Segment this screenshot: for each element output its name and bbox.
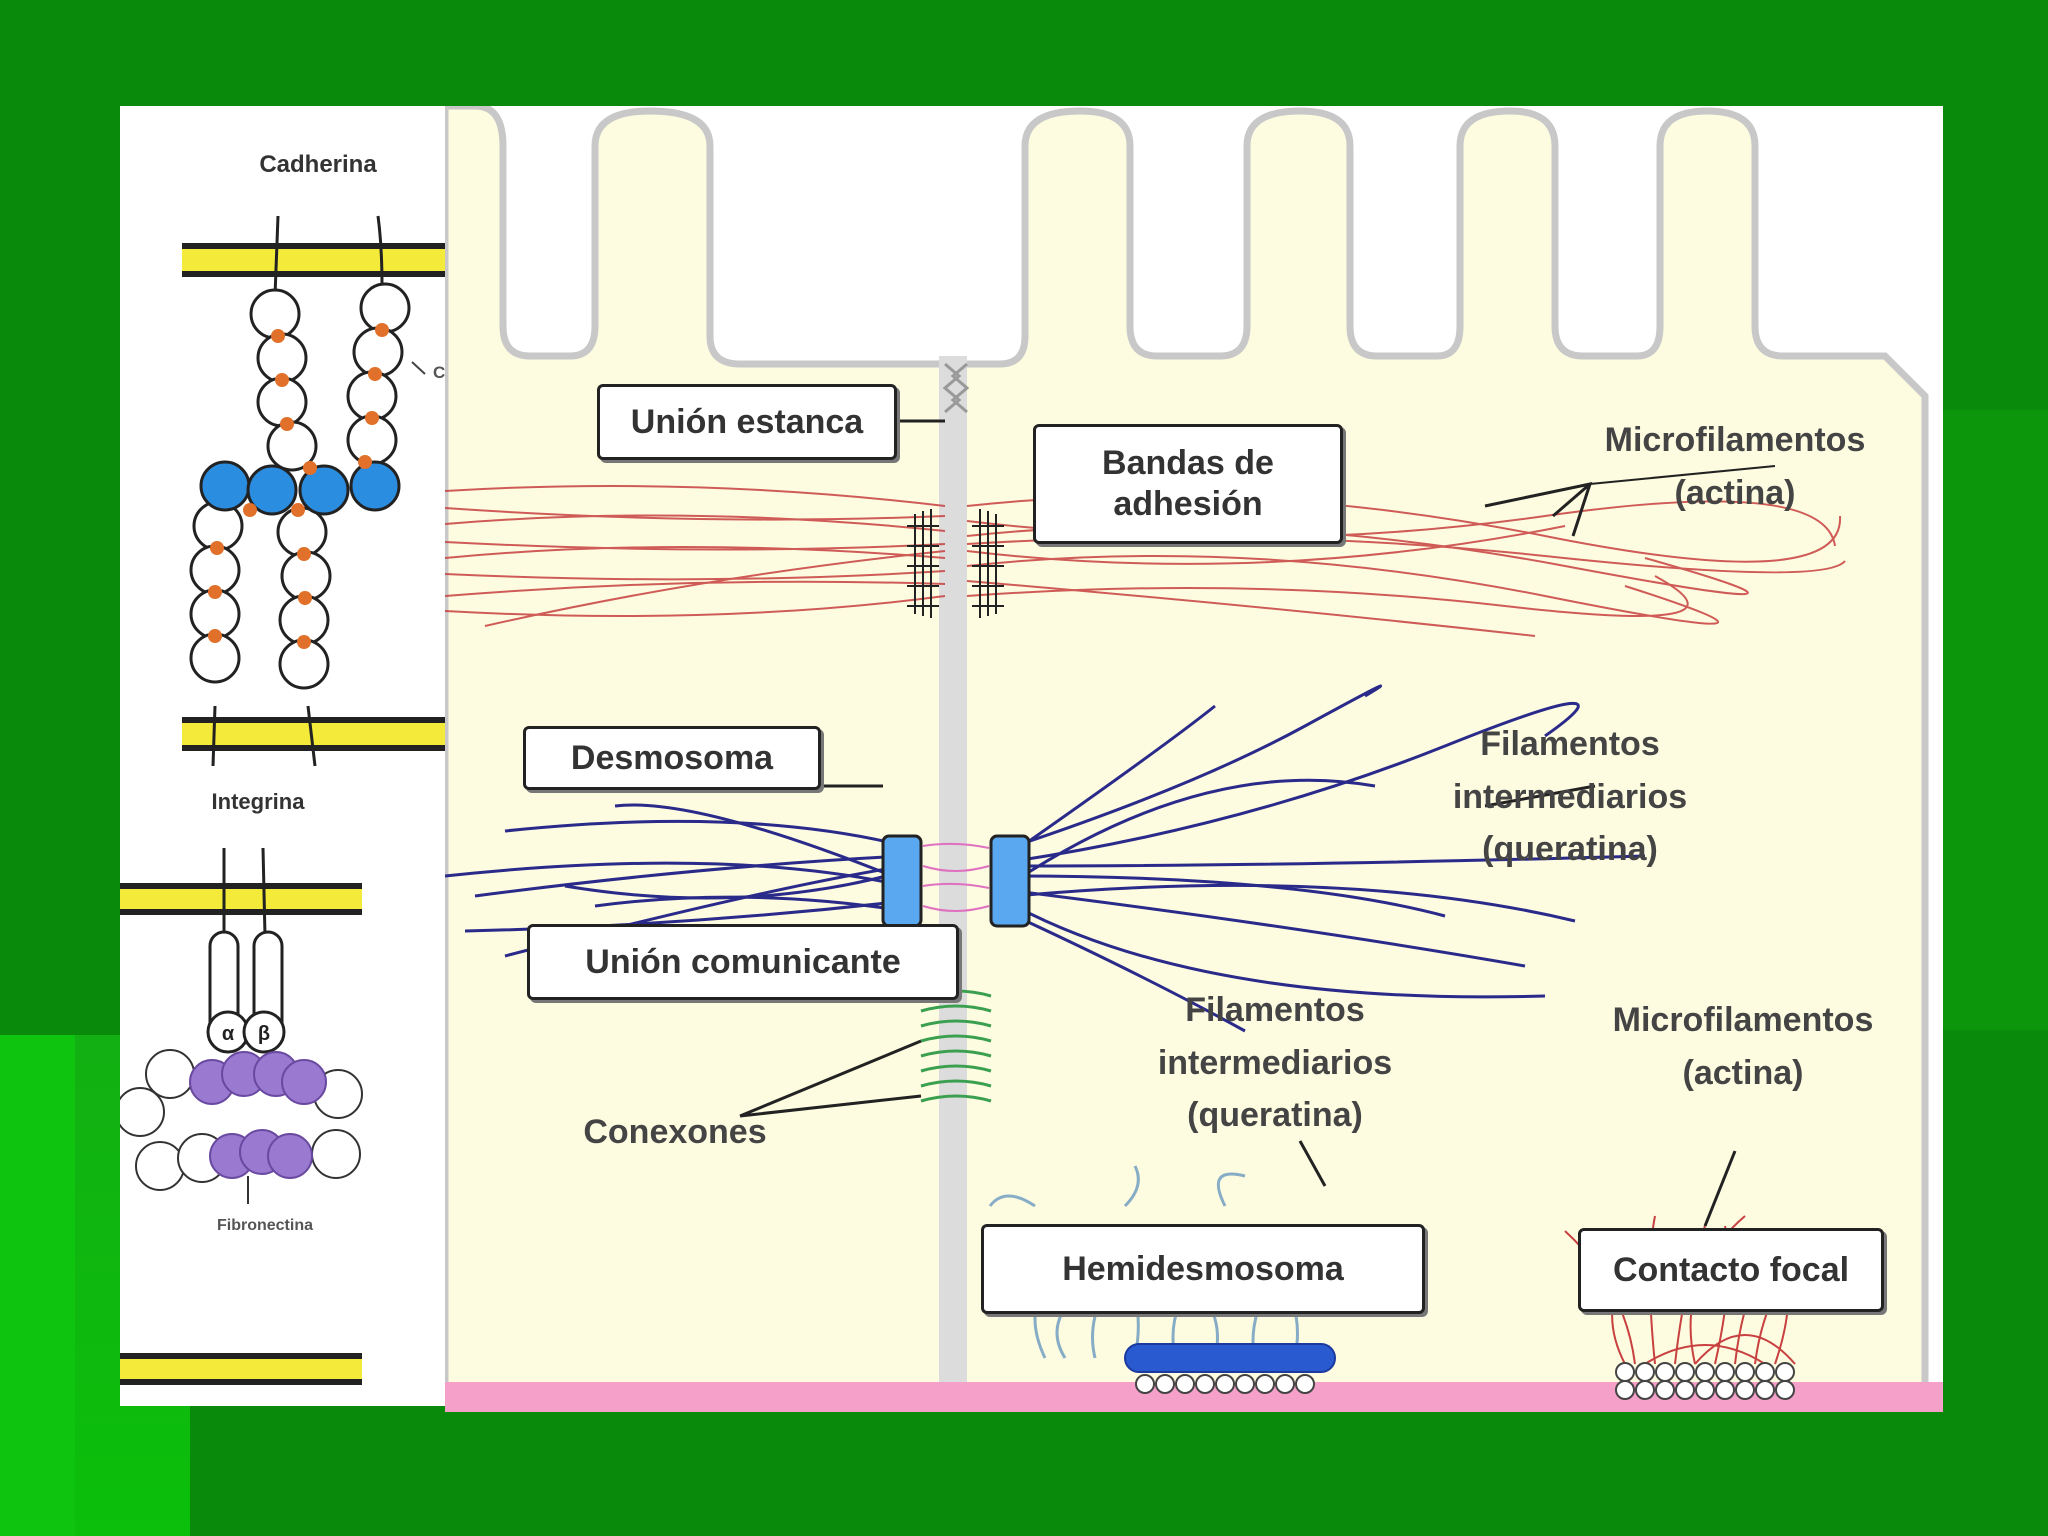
- filamentos-intermediarios-bottom-label: Filamentos intermediarios (queratina): [1157, 991, 1393, 1135]
- calcium-pointer: [411, 361, 426, 375]
- filamentos-intermediarios-right-label: Filamentos intermediarios (queratina): [1452, 725, 1688, 869]
- cell-junctions-panel: Unión estanca Bandas de adhesión Microfi…: [445, 106, 1943, 1412]
- cadherin-upper-right-chain: [346, 282, 411, 466]
- integrin-heterodimer: [206, 930, 286, 1054]
- connexon-channels: [920, 989, 992, 1103]
- hemidesmosome-integrins: [1135, 1374, 1315, 1394]
- desmosome-plaques: [881, 834, 1031, 928]
- fibronectina-label: Fibronectina: [217, 1217, 313, 1234]
- connexon-pointers: [739, 1039, 922, 1118]
- integrin-tails: [222, 847, 267, 937]
- tight-junction-strands: [942, 362, 970, 414]
- integrin-lower-membrane: [120, 1353, 362, 1385]
- union-estanca-label: Unión estanca: [597, 384, 897, 460]
- fibronectin-binding-domains: [189, 1051, 327, 1179]
- hemidesmosome-keratin-pointer: [1298, 1140, 1327, 1187]
- microfilament-pointer-line: [1589, 465, 1776, 485]
- intercellular-space: [939, 356, 967, 1392]
- microfilamentos-top-label: Microfilamentos (actina): [1604, 421, 1866, 512]
- microfilamentos-bottom-label: Microfilamentos (actina): [1612, 1001, 1874, 1092]
- focal-contact-integrins: [1615, 1362, 1795, 1400]
- keratin-filaments: [445, 684, 1646, 1033]
- hemidesmosome-plaque: [1124, 1343, 1336, 1373]
- lower-membrane: [182, 717, 490, 751]
- beta-subunit-label: β: [258, 1023, 270, 1045]
- integrin-upper-membrane: [120, 883, 362, 915]
- cadherina-title: Cadherina: [259, 151, 377, 178]
- background-band: [1942, 410, 2048, 1030]
- adhesion-molecules-illustration: Cadherina: [115, 151, 490, 1385]
- hemidesmosoma-label: Hemidesmosoma: [981, 1224, 1425, 1314]
- transmembrane-tails: [211, 215, 384, 767]
- alpha-subunit-label: α: [222, 1023, 235, 1045]
- background-band: [0, 1035, 75, 1536]
- cadherin-ec1-domains: [199, 460, 401, 516]
- integrina-title: Integrina: [212, 789, 306, 814]
- conexones-label: Conexones: [583, 1113, 767, 1151]
- bandas-adhesion-label: Bandas de adhesión: [1033, 424, 1343, 544]
- calcium-ions: [208, 323, 389, 649]
- adherens-plaques: [907, 509, 1004, 618]
- contacto-focal-label: Contacto focal: [1578, 1228, 1884, 1312]
- focal-contact-actin-pointer: [1703, 1150, 1737, 1227]
- desmosoma-label: Desmosoma: [523, 726, 821, 790]
- keratin-pointer: [1484, 784, 1596, 808]
- union-comunicante-label: Unión comunicante: [527, 924, 959, 1000]
- cadherin-integrin-panel: Cadherina: [115, 106, 490, 1406]
- upper-membrane: [182, 243, 490, 277]
